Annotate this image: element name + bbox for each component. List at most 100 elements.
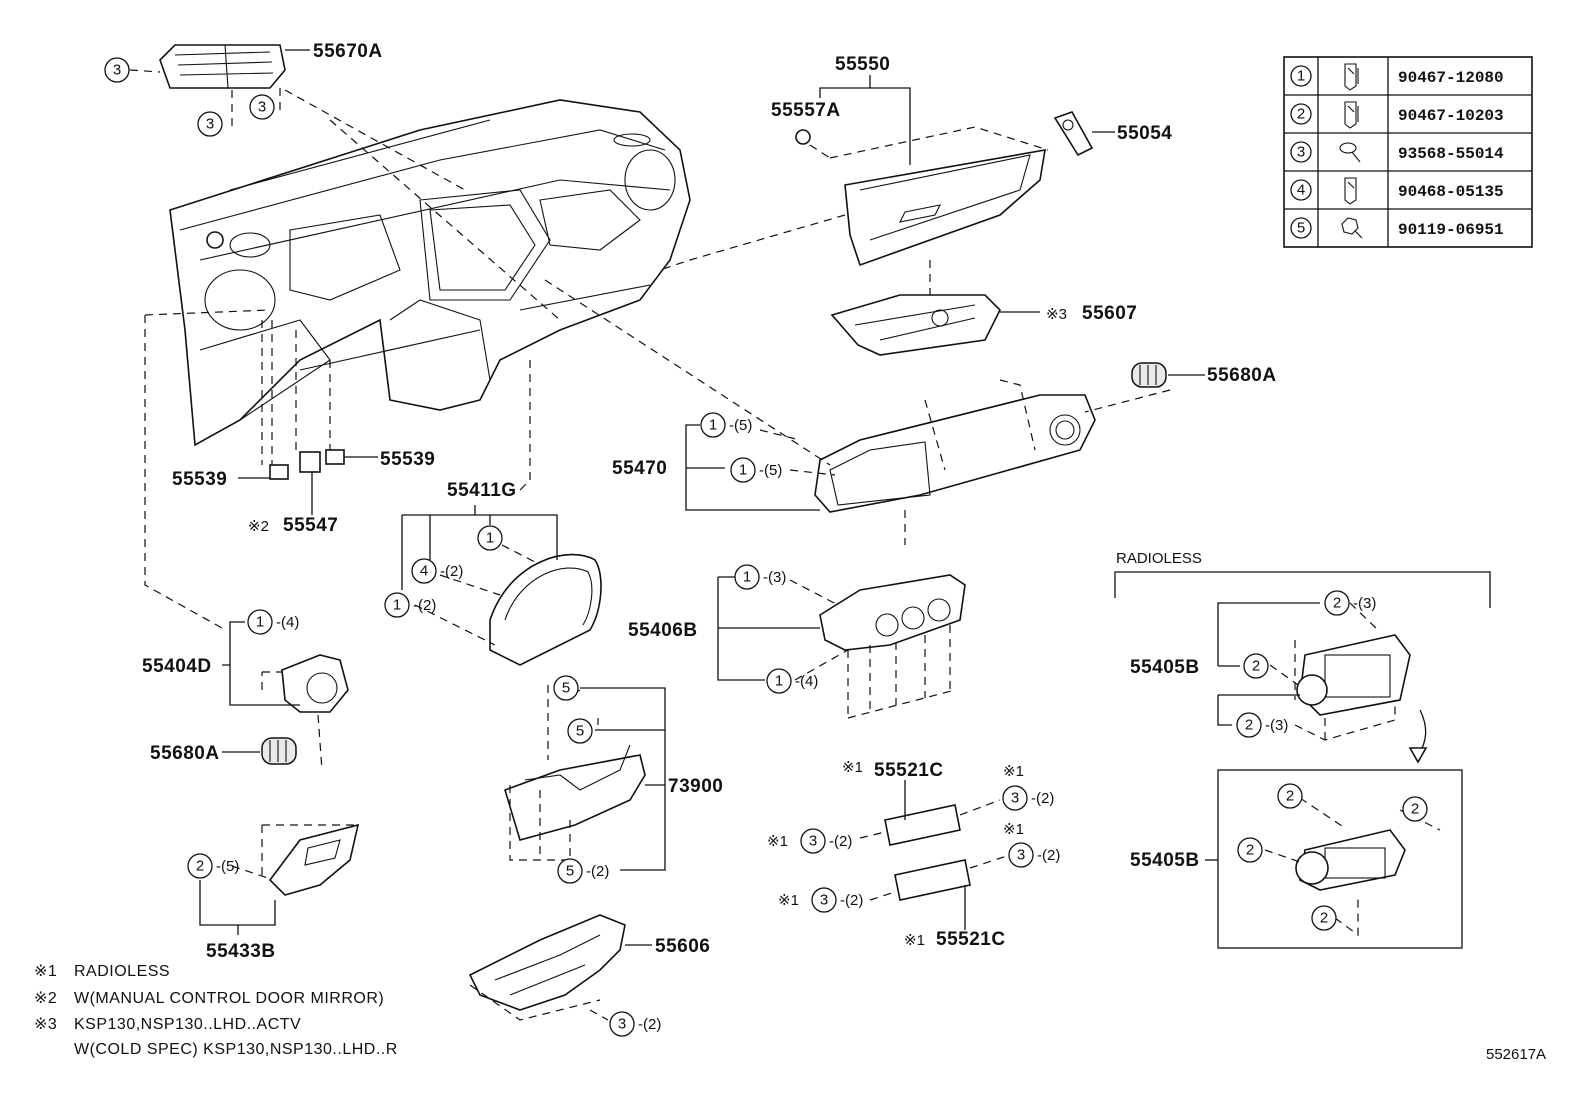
table-row: 4 90468-05135 — [1290, 177, 1504, 205]
blank-55521C-drawing — [884, 804, 971, 901]
table-row-number: 5 — [1297, 220, 1305, 237]
svg-text:1: 1 — [709, 417, 717, 434]
screw-icon — [1339, 142, 1361, 163]
svg-text:3: 3 — [1011, 790, 1019, 807]
svg-text:3: 3 — [809, 833, 817, 850]
svg-text:5: 5 — [566, 863, 574, 880]
vent-55670A-drawing — [159, 44, 286, 89]
bracket-55607-drawing — [830, 294, 1001, 356]
qty-label: -(2) — [1037, 847, 1060, 864]
bezel-55406B-drawing — [819, 574, 966, 719]
vent-55680A-left-drawing — [261, 737, 297, 765]
vent-55680A-right-drawing — [1131, 362, 1167, 388]
svg-text:2: 2 — [196, 858, 204, 875]
vent-55404D-drawing — [281, 654, 349, 713]
mark-1: ※1 — [842, 759, 863, 776]
part-label-55406B: 55406B — [628, 620, 698, 641]
qty-label: -(4) — [276, 614, 299, 631]
svg-text:3: 3 — [258, 99, 266, 116]
svg-text:1: 1 — [486, 530, 494, 547]
meter-hood-55411G-drawing — [489, 553, 602, 666]
part-label-55405B-top: 55405B — [1130, 657, 1200, 678]
table-row-part-number: 90467-12080 — [1398, 69, 1504, 87]
part-label-55680A-right: 55680A — [1207, 365, 1277, 386]
qty-label: -(5) — [216, 858, 239, 875]
table-row-number: 1 — [1297, 68, 1305, 85]
qty-label: -(2) — [638, 1016, 661, 1033]
svg-text:4: 4 — [420, 563, 428, 580]
qty-label: -(5) — [759, 462, 782, 479]
part-label-55670A: 55670A — [313, 41, 383, 62]
svg-text:3: 3 — [618, 1016, 626, 1033]
svg-text:2: 2 — [1333, 595, 1341, 612]
part-label-55521C-top: 55521C — [874, 760, 944, 781]
qty-label: -(4) — [795, 673, 818, 690]
table-row-part-number: 90119-06951 — [1398, 221, 1504, 239]
svg-text:1: 1 — [743, 569, 751, 586]
bolt-icon — [1341, 217, 1363, 239]
latch-55054-drawing — [1053, 111, 1094, 157]
part-label-55433B: 55433B — [206, 941, 276, 962]
qty-label: -(2) — [440, 563, 463, 580]
table-row: 1 90467-12080 — [1290, 63, 1504, 91]
fastener-callouts: 3 3 3 1 -(5) 1 -(5) 1 4 -(2) 1 -(2) 1 -(… — [104, 57, 1428, 1037]
mark-1: ※1 — [1003, 763, 1024, 780]
svg-text:1: 1 — [393, 597, 401, 614]
fastener-table: 1 90467-12080 2 90467-10203 3 93568-5501… — [1283, 56, 1533, 248]
qty-label: -(3) — [1265, 717, 1288, 734]
mark-1: ※1 — [904, 932, 925, 949]
part-label-55550: 55550 — [835, 54, 890, 75]
radioless-group-label: RADIOLESS — [1116, 550, 1202, 567]
svg-text:3: 3 — [820, 892, 828, 909]
part-label-55521C-bottom: 55521C — [936, 929, 1006, 950]
part-label-55557A: 55557A — [771, 100, 841, 121]
qty-label: -(2) — [840, 892, 863, 909]
svg-text:1: 1 — [739, 462, 747, 479]
part-label-55607: 55607 — [1082, 303, 1137, 324]
table-row: 2 90467-10203 — [1290, 101, 1504, 129]
qty-label: -(5) — [729, 417, 752, 434]
qty-label: -(2) — [586, 863, 609, 880]
table-row: 5 90119-06951 — [1290, 217, 1504, 239]
table-row-part-number: 93568-55014 — [1398, 145, 1504, 163]
lower-panel-73900-drawing — [504, 744, 646, 841]
part-label-55054: 55054 — [1117, 123, 1172, 144]
footnote-text: W(COLD SPEC) KSP130,NSP130..LHD..R — [74, 1041, 398, 1058]
part-labels: 55670A 55550 55557A 55054 ※3 55607 55680… — [142, 41, 1277, 962]
mark-1: ※1 — [778, 892, 799, 909]
part-label-55405B-bottom: 55405B — [1130, 850, 1200, 871]
instrument-panel-drawing — [169, 99, 691, 447]
glove-box-55550-drawing — [829, 126, 1049, 267]
footnote-text: KSP130,NSP130..LHD..ACTV — [74, 1016, 301, 1033]
cover-55433B-drawing — [268, 823, 360, 896]
svg-text:1: 1 — [775, 673, 783, 690]
table-row: 3 93568-55014 — [1290, 141, 1504, 163]
part-label-55404D: 55404D — [142, 656, 212, 677]
qty-label: -(2) — [829, 833, 852, 850]
part-label-55680A-left: 55680A — [150, 743, 220, 764]
part-label-55606: 55606 — [655, 936, 710, 957]
radioless-panel-55405B-drawing — [1295, 634, 1428, 891]
switch-55539-drawing — [269, 449, 345, 480]
table-row-number: 3 — [1297, 144, 1305, 161]
part-label-55539-right: 55539 — [380, 449, 435, 470]
mark-1: ※1 — [1003, 821, 1024, 838]
qty-label: -(2) — [413, 597, 436, 614]
footnote-mark: ※2 — [34, 990, 57, 1007]
table-row-number: 2 — [1297, 106, 1305, 123]
qty-label: -(2) — [1031, 790, 1054, 807]
leader-lines — [129, 49, 1491, 1021]
clip-icon — [1344, 101, 1359, 129]
svg-text:3: 3 — [113, 62, 121, 79]
mark-1: ※1 — [767, 833, 788, 850]
panel-55470-drawing — [814, 394, 1096, 513]
svg-text:2: 2 — [1246, 842, 1254, 859]
mark-2: ※2 — [248, 518, 269, 535]
svg-text:2: 2 — [1286, 788, 1294, 805]
svg-text:5: 5 — [576, 723, 584, 740]
svg-text:5: 5 — [562, 680, 570, 697]
table-row-part-number: 90467-10203 — [1398, 107, 1504, 125]
part-label-55547: 55547 — [283, 515, 338, 536]
bulb-55557A-drawing — [795, 129, 811, 145]
svg-text:2: 2 — [1411, 801, 1419, 818]
